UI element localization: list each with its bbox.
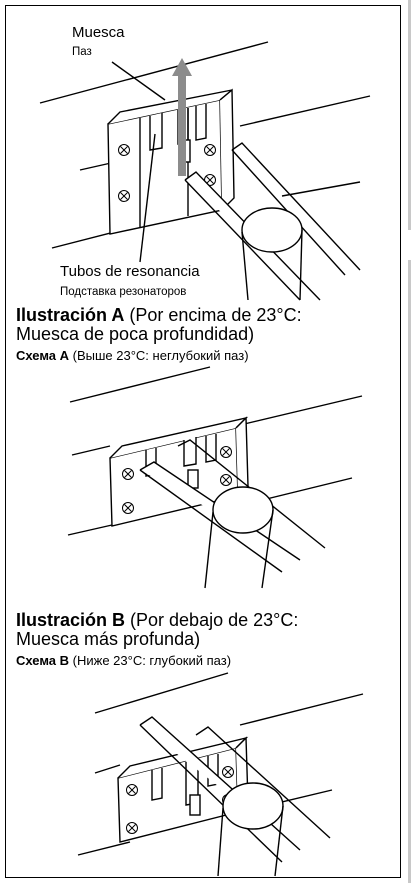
figure-b-caption-es: Ilustración B (Por debajo de 23°C:Muesca… (16, 611, 298, 649)
figure-b-desc-es-1: (Por debajo de 23°C: (125, 610, 299, 630)
figure-a-caption-es: Ilustración A (Por encima de 23°C:Muesca… (16, 306, 302, 344)
figure-a-desc-es-2: Muesca de poca profundidad) (16, 324, 255, 344)
figure-a-title-es: Ilustración A (16, 305, 125, 325)
page-edge-mark (408, 260, 411, 883)
figure-b-desc-es-2: Muesca más profunda) (16, 629, 201, 649)
up-arrow-icon (172, 58, 192, 176)
tubes-label-es: Tubos de resonancia (60, 263, 200, 280)
figure-a-desc-ru: (Выше 23°C: неглубокий паз) (69, 348, 249, 363)
figure-b-caption-ru: Схема B (Ниже 23°C: глубокий паз) (16, 653, 231, 668)
notch-label-ru: Паз (72, 46, 92, 58)
illustration-b (77, 672, 364, 877)
page-edge-mark (408, 0, 411, 230)
illustration-a (67, 366, 363, 589)
figure-b-desc-ru: (Ниже 23°C: глубокий паз) (69, 653, 232, 668)
notch-label-es: Muesca (72, 24, 125, 41)
figure-b-title-es: Ilustración B (16, 610, 126, 630)
tubes-label-ru: Подставка резонаторов (60, 286, 187, 298)
figure-b-title-ru: Схема B (16, 653, 70, 668)
figure-a-title-ru: Схема A (16, 348, 70, 363)
illustration-top (39, 41, 371, 301)
figure-a-desc-es-1: (Por encima de 23°C: (124, 305, 302, 325)
figure-a-caption-ru: Схема A (Выше 23°C: неглубокий паз) (16, 348, 249, 363)
